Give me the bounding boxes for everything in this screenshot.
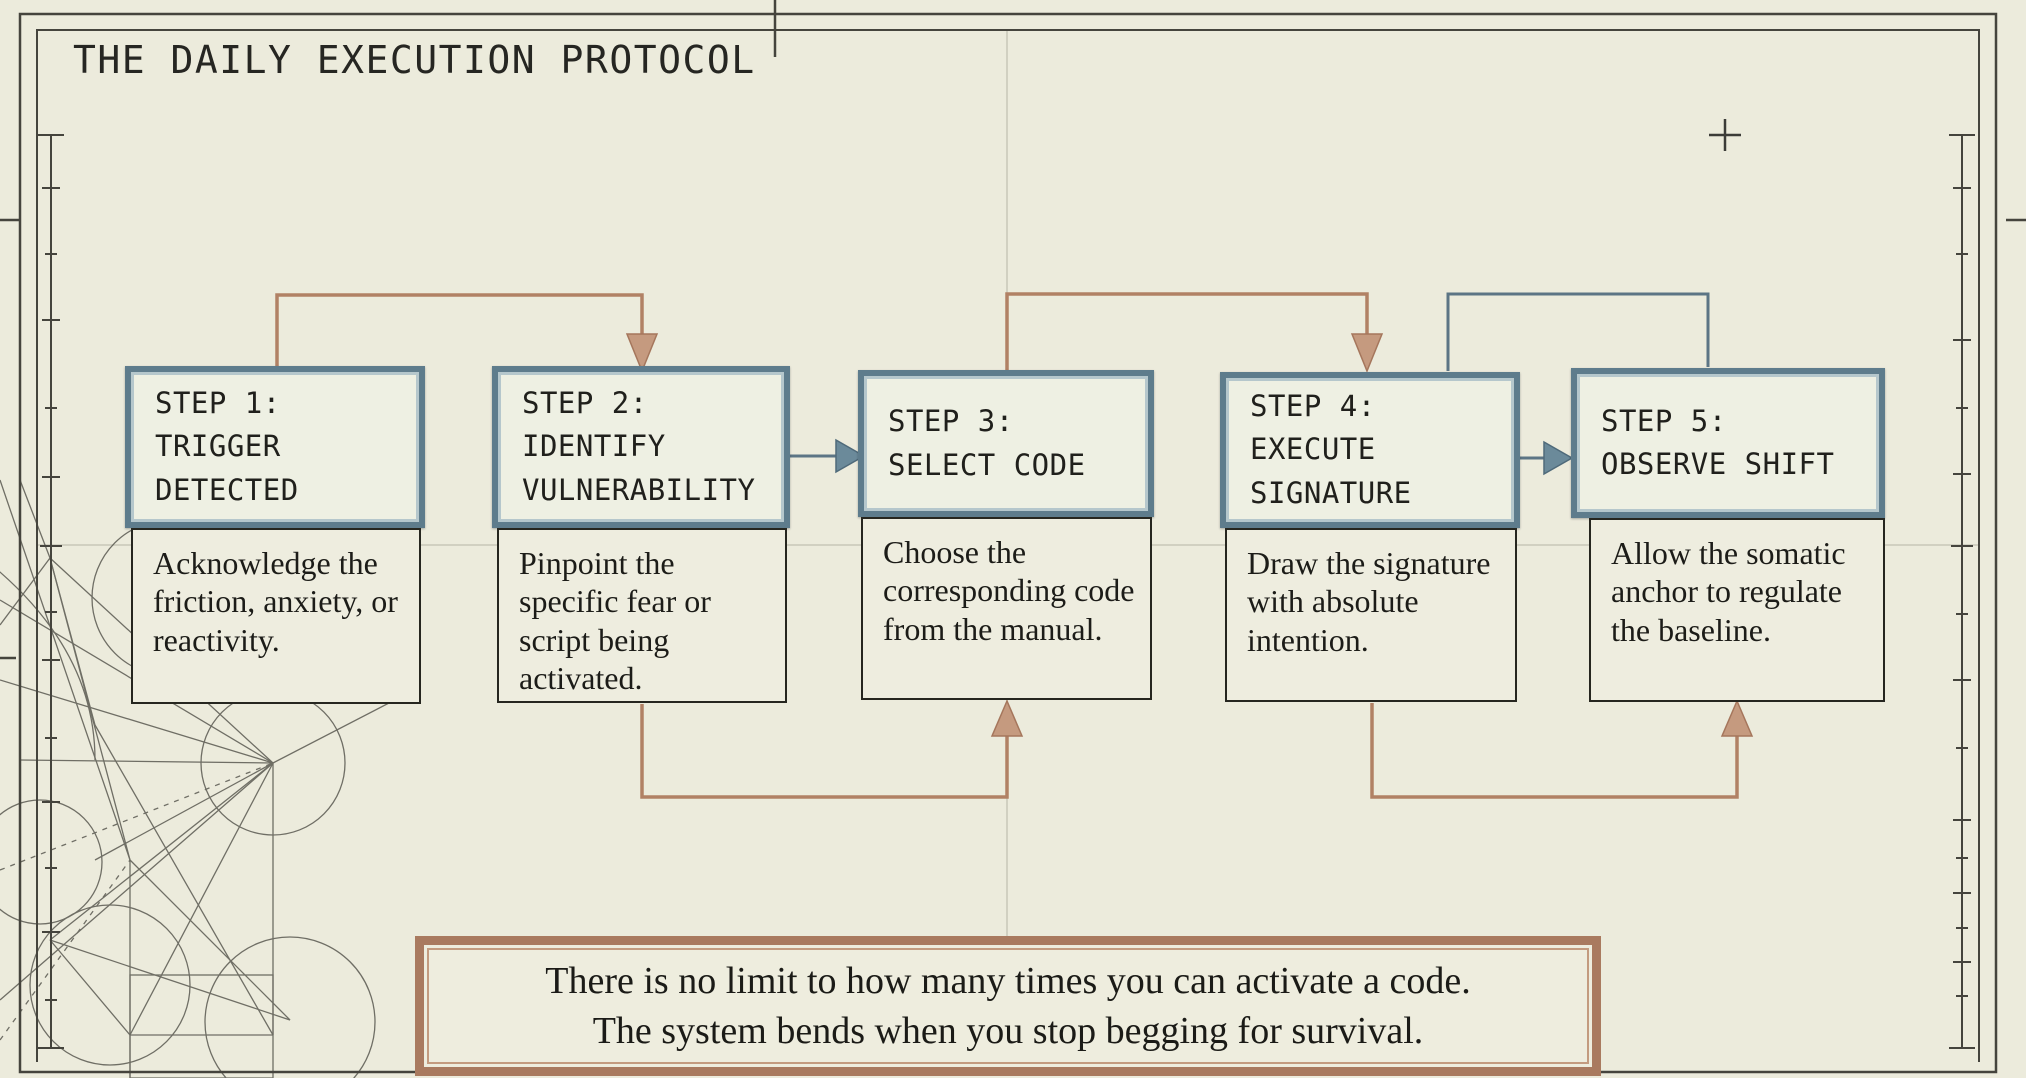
step2-heading: STEP 2: IDENTIFY VULNERABILITY (522, 385, 756, 507)
step4-description: Draw the signature with absolute intenti… (1247, 545, 1491, 658)
step3-description-box: Choose the corresponding code from the m… (861, 517, 1152, 700)
sacred-geometry-pattern (0, 479, 419, 1078)
step4-heading: STEP 4: EXECUTE SIGNATURE (1250, 388, 1412, 510)
ruler-left (38, 134, 64, 1049)
step5-box: STEP 5: OBSERVE SHIFT (1571, 368, 1885, 518)
arrowhead-right-icon (1543, 440, 1574, 476)
connector-step4-to-step5-bottom (1370, 699, 1754, 799)
registration-cross-icon (1709, 119, 1741, 151)
connector-step4-to-step5-top (1446, 292, 1710, 371)
step3-description: Choose the corresponding code from the m… (883, 534, 1135, 647)
arrowhead-up-icon (990, 699, 1024, 737)
connector-step1-to-step2 (275, 293, 659, 373)
connector-step2-to-step3-bottom (640, 699, 1024, 799)
arrowhead-up-icon (1720, 699, 1754, 737)
step1-description: Acknowledge the friction, anxiety, or re… (153, 545, 398, 658)
step4-box: STEP 4: EXECUTE SIGNATURE (1220, 372, 1520, 528)
step5-description-box: Allow the somatic anchor to regulate the… (1589, 518, 1885, 702)
arrowhead-right-icon (835, 438, 866, 474)
step1-description-box: Acknowledge the friction, anxiety, or re… (131, 528, 421, 704)
page-title: THE DAILY EXECUTION PROTOCOL (73, 38, 756, 82)
edge-tick-marks (0, 0, 2026, 660)
arrow-step4-to-step5 (1518, 440, 1574, 476)
arrowhead-down-icon (1350, 333, 1384, 373)
step2-box: STEP 2: IDENTIFY VULNERABILITY (492, 366, 790, 528)
footer-note-inner: There is no limit to how many times you … (427, 948, 1589, 1064)
step1-box: STEP 1: TRIGGER DETECTED (125, 366, 425, 528)
step1-heading: STEP 1: TRIGGER DETECTED (155, 385, 299, 507)
ruler-right (1949, 134, 1975, 1049)
arrowhead-down-icon (625, 333, 659, 373)
step3-heading: STEP 3: SELECT CODE (888, 404, 1086, 482)
step2-description: Pinpoint the specific fear or script bei… (519, 545, 711, 697)
footer-note-line2: The system bends when you stop begging f… (592, 1010, 1424, 1052)
footer-note-box: There is no limit to how many times you … (415, 936, 1601, 1076)
connector-step3-to-step4 (1005, 292, 1384, 373)
step5-description: Allow the somatic anchor to regulate the… (1611, 535, 1846, 648)
step5-heading: STEP 5: OBSERVE SHIFT (1601, 403, 1835, 482)
footer-note-line1: There is no limit to how many times you … (545, 959, 1471, 1002)
step4-description-box: Draw the signature with absolute intenti… (1225, 528, 1517, 702)
step3-box: STEP 3: SELECT CODE (858, 370, 1154, 517)
arrow-step2-to-step3 (790, 438, 866, 474)
step2-description-box: Pinpoint the specific fear or script bei… (497, 528, 787, 703)
